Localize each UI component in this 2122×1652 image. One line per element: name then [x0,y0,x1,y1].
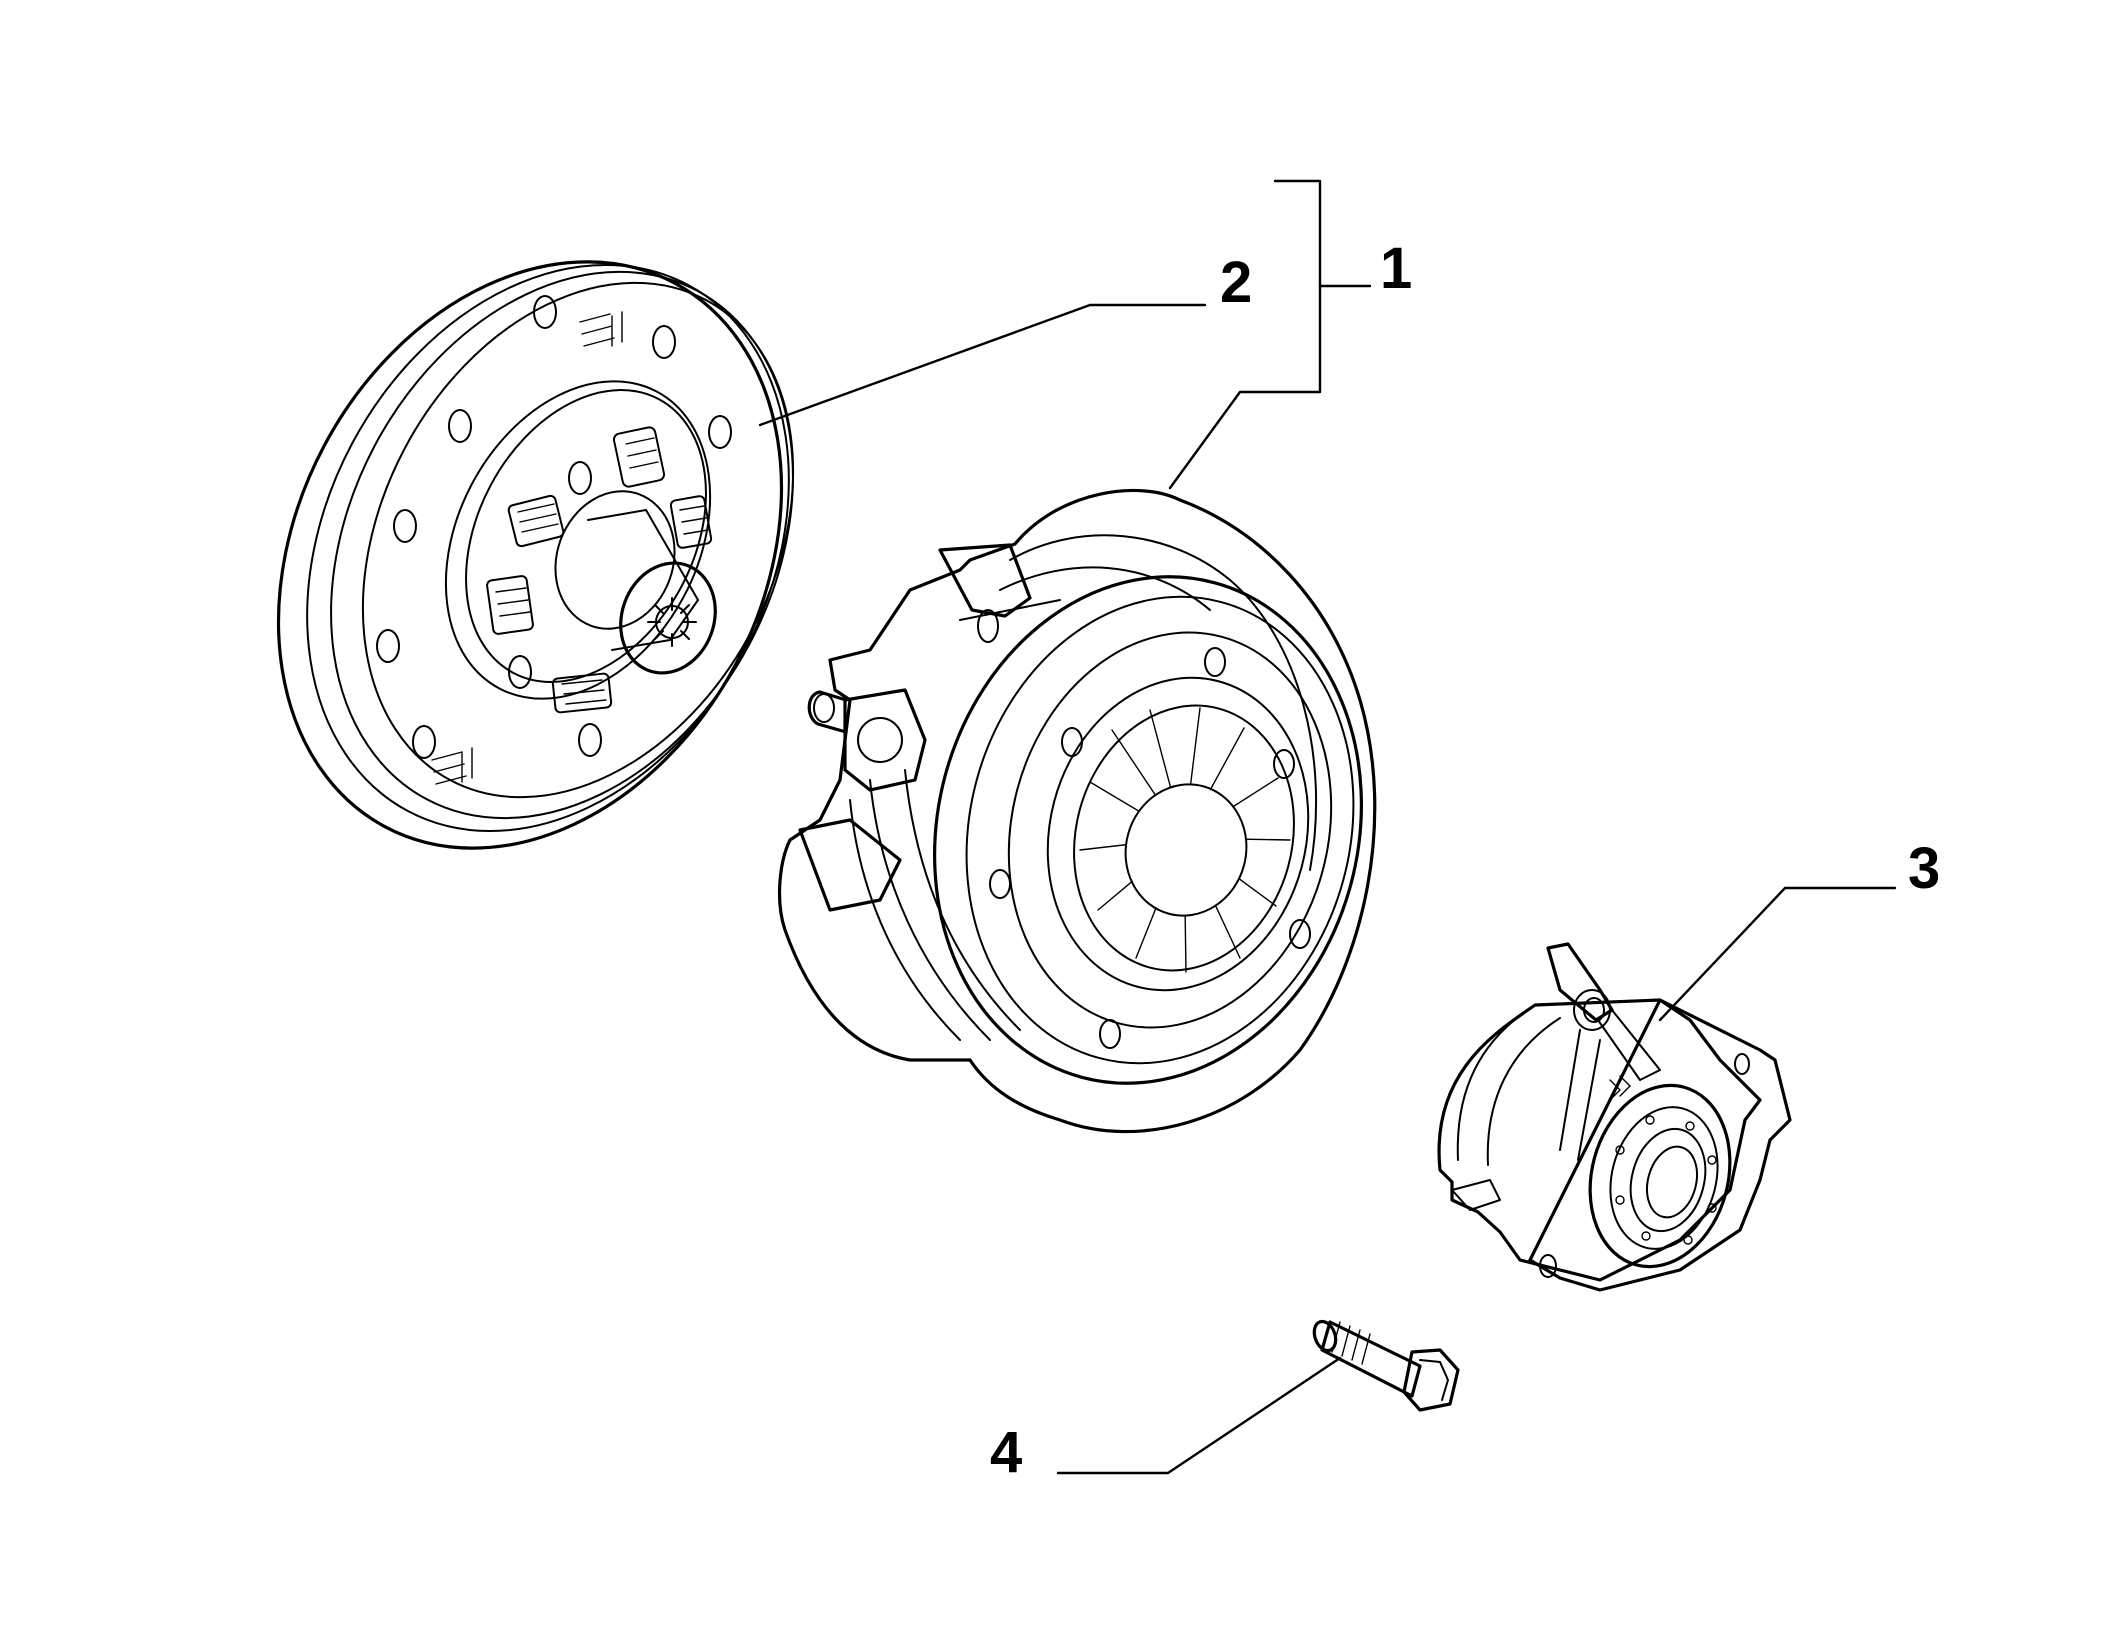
leader-lines [758,179,1897,1475]
callout-2: 2 [1220,250,1252,315]
clutch-disc-icon [276,260,795,850]
callout-4: 4 [990,1420,1022,1485]
callout-4-leader [1056,1356,1342,1475]
callout-3-leader [1658,886,1897,1022]
release-bearing-icon [1437,942,1792,1292]
callout-labels: 1 2 3 4 [990,236,1940,1485]
callout-3: 3 [1908,836,1940,901]
bolt-icon [1312,1319,1460,1412]
callout-1-bracket [1168,179,1322,490]
spline-star-icon [647,597,697,647]
clutch-cover-icon [777,488,1377,1134]
callout-1: 1 [1380,236,1412,301]
callout-2-leader [758,303,1207,427]
